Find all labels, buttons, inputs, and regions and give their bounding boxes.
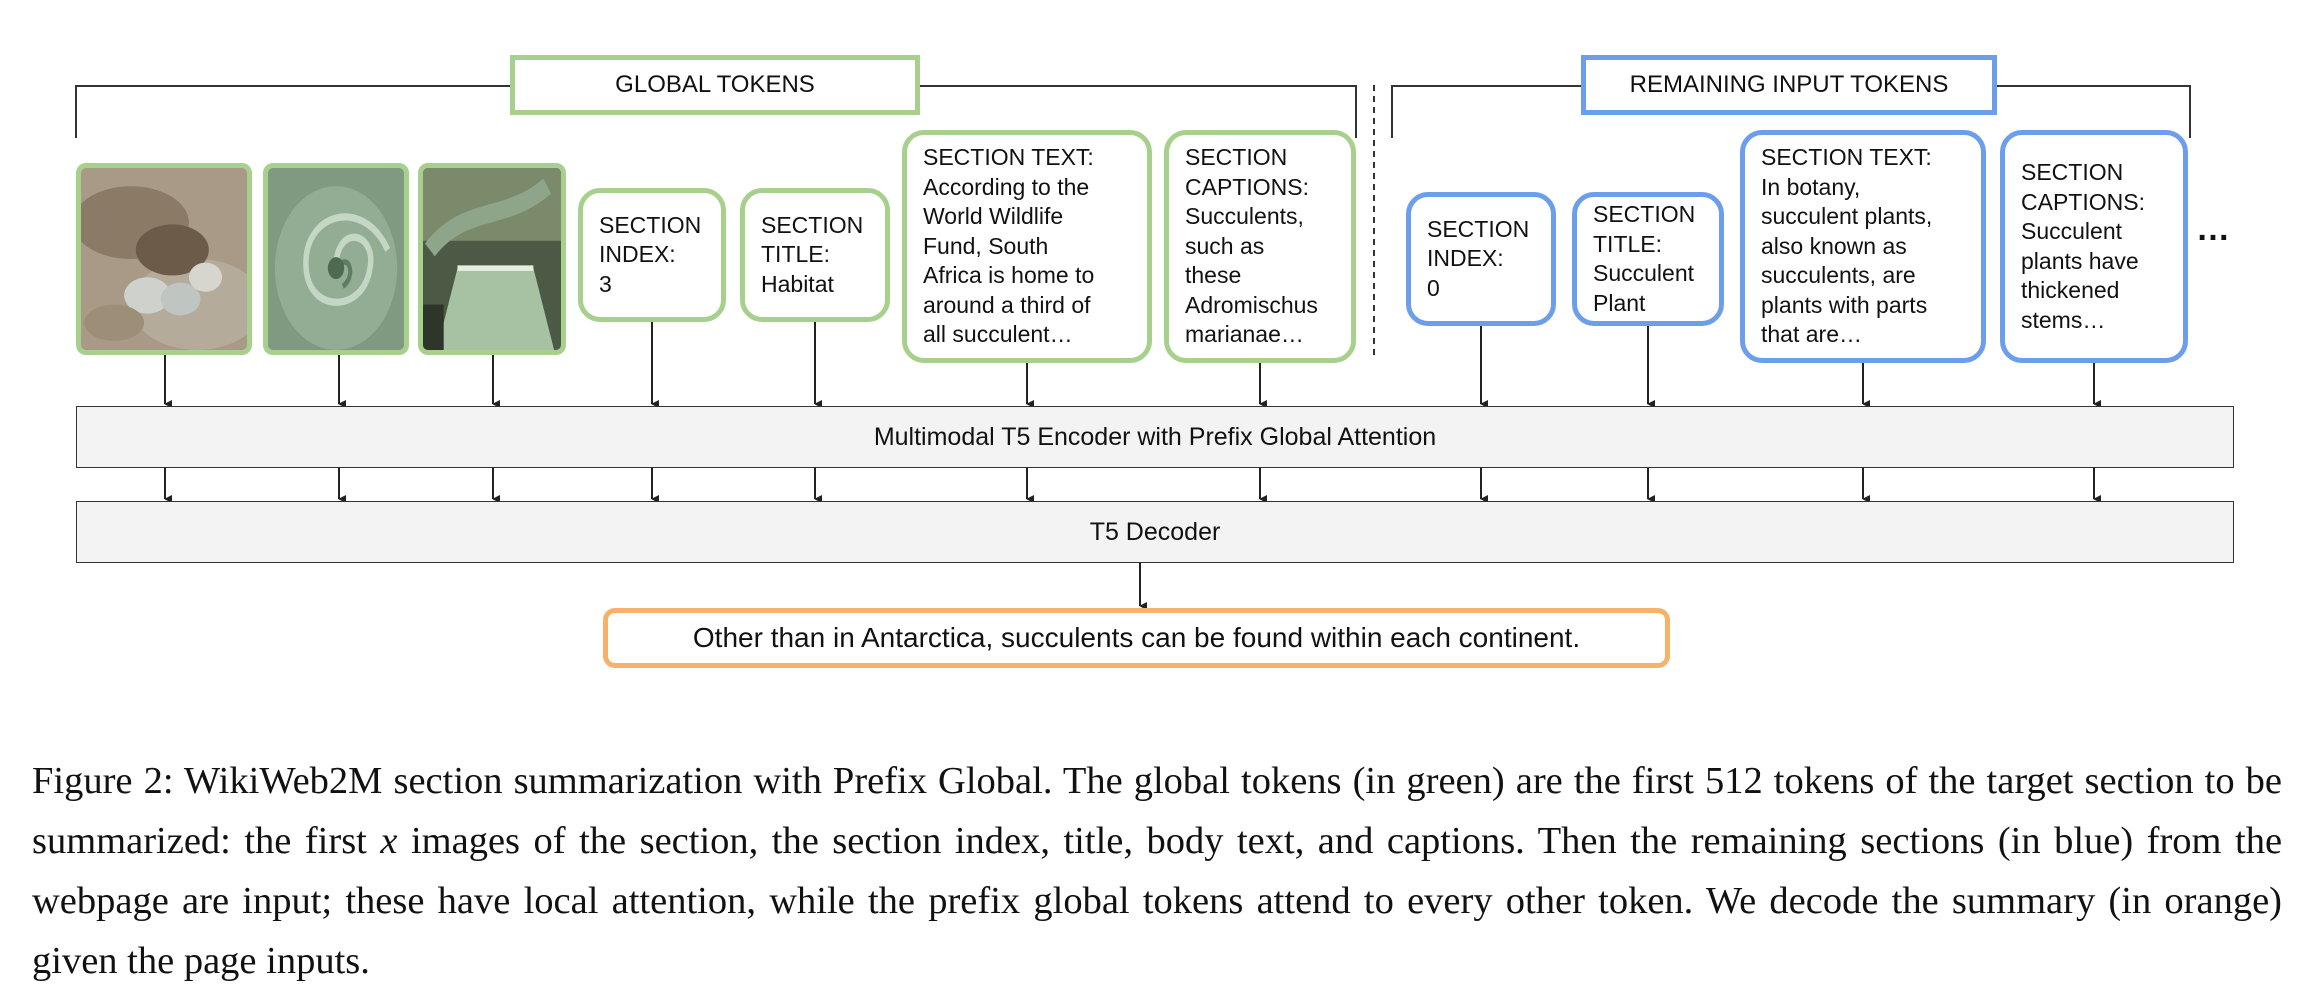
remaining-section-text-token: SECTION TEXT: In botany, succulent plant… — [1740, 130, 1986, 363]
remaining-tokens-header: REMAINING INPUT TOKENS — [1581, 55, 1997, 115]
global-image-token-1 — [76, 163, 252, 355]
caption-math-variable: x — [380, 819, 398, 862]
global-section-title-token: SECTION TITLE: Habitat — [740, 188, 890, 322]
global-image-token-2 — [263, 163, 409, 355]
summary-output: Other than in Antarctica, succulents can… — [603, 608, 1670, 668]
more-tokens-ellipsis: … — [2196, 210, 2230, 248]
global-section-captions-token: SECTION CAPTIONS: Succulents, such as th… — [1164, 130, 1356, 363]
succulent-rocks-photo-icon — [81, 168, 247, 350]
encoder-block: Multimodal T5 Encoder with Prefix Global… — [76, 406, 2234, 468]
aloe-leaf-photo-icon — [423, 168, 561, 350]
caption-label: Figure 2: — [32, 759, 174, 802]
caption-text-part2: images of the section, the section index… — [32, 819, 2283, 982]
spiral-aloe-photo-icon — [268, 168, 404, 350]
global-section-index-token: SECTION INDEX: 3 — [578, 188, 726, 322]
remaining-section-captions-token: SECTION CAPTIONS: Succulent plants have … — [2000, 130, 2188, 363]
decoder-block: T5 Decoder — [76, 501, 2234, 563]
remaining-section-index-token: SECTION INDEX: 0 — [1406, 192, 1556, 326]
global-section-text-token: SECTION TEXT: According to the World Wil… — [902, 130, 1152, 363]
global-tokens-header: GLOBAL TOKENS — [510, 55, 920, 115]
global-image-token-3 — [418, 163, 566, 355]
remaining-section-title-token: SECTION TITLE: Succulent Plant — [1572, 192, 1724, 326]
architecture-figure: GLOBAL TOKENS REMAINING INPUT TOKENS — [75, 55, 2234, 668]
figure-caption: Figure 2: WikiWeb2M section summarizatio… — [32, 751, 2282, 991]
caption-text-part1: WikiWeb2M section summarization with Pre… — [32, 759, 2282, 862]
